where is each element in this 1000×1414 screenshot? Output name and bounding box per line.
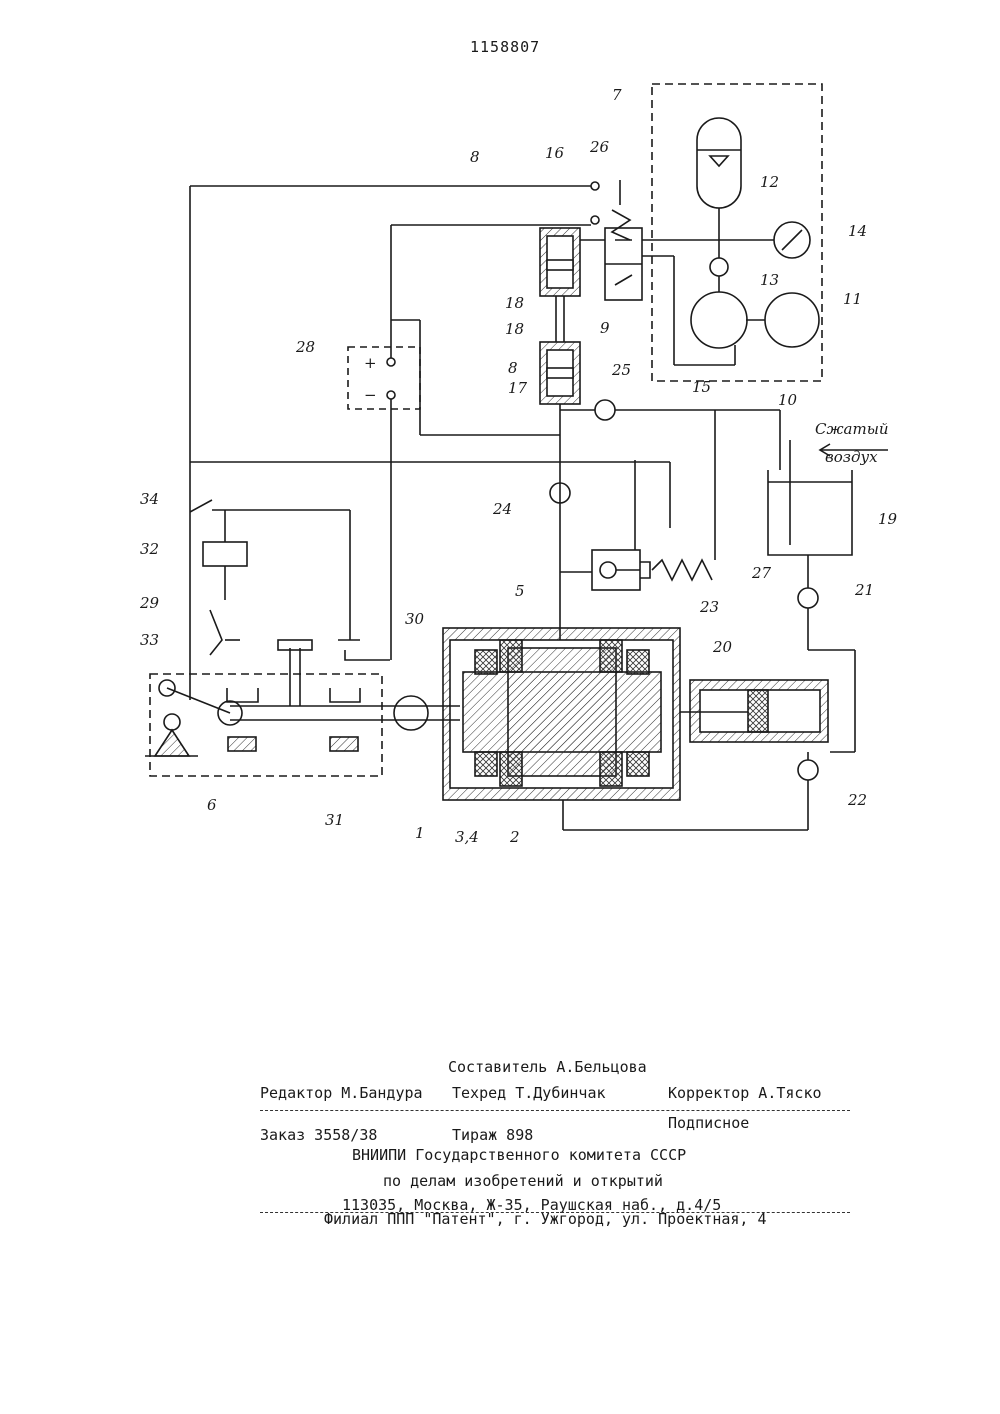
label-11: 11 (843, 290, 862, 308)
label-33: 33 (140, 631, 159, 649)
label-6: 6 (207, 796, 217, 814)
label-9: 9 (600, 319, 610, 337)
label-13: 13 (760, 271, 779, 289)
relay-32 (203, 542, 247, 566)
circulation: Тираж 898 (452, 1126, 533, 1144)
pump-10 (691, 292, 747, 348)
label-1: 1 (415, 824, 425, 842)
label-30: 30 (405, 610, 425, 628)
label-18b: 18 (505, 320, 524, 338)
label-23: 23 (699, 598, 719, 616)
check-valve-13 (710, 258, 728, 276)
switch-30 (338, 640, 390, 660)
check-valve-25 (595, 400, 615, 420)
label-31: 31 (325, 811, 344, 829)
motor-11 (765, 293, 819, 347)
pressure-switch-26 (612, 210, 630, 240)
lever-assembly-6 (150, 674, 382, 776)
label-27: 27 (751, 564, 772, 582)
org-line-2: по делам изобретений и открытий (383, 1172, 663, 1190)
label-17: 17 (508, 379, 528, 397)
compiler: Составитель А.Бельцова (448, 1058, 647, 1076)
label-air-2: воздух (825, 448, 878, 466)
label-28: 28 (295, 338, 315, 356)
divider-1 (260, 1110, 850, 1111)
label-3-4: 3,4 (455, 828, 479, 846)
label-7: 7 (612, 86, 622, 104)
label-18a: 18 (505, 294, 524, 312)
label-14: 14 (848, 222, 867, 240)
check-valve-22 (798, 760, 818, 780)
label-5: 5 (515, 582, 525, 600)
label-plus: + (364, 354, 377, 372)
label-15: 15 (692, 378, 711, 396)
switch-29 (210, 610, 222, 655)
techred: Техред Т.Дубинчак (452, 1084, 606, 1102)
check-valve-21 (798, 588, 818, 608)
editor: Редактор М.Бандура (260, 1084, 423, 1102)
label-26: 26 (589, 138, 610, 156)
label-8b: 8 (508, 359, 518, 377)
label-32: 32 (140, 540, 159, 558)
order: Заказ 3558/38 (260, 1126, 377, 1144)
label-16: 16 (545, 144, 565, 162)
label-25: 25 (611, 361, 631, 379)
label-2: 2 (509, 828, 520, 846)
label-29: 29 (139, 594, 160, 612)
label-12: 12 (760, 173, 779, 191)
org-line-1: ВНИИПИ Государственного комитета СССР (352, 1146, 686, 1164)
vane-3 (475, 650, 497, 674)
label-8a: 8 (470, 148, 480, 166)
label-34: 34 (140, 490, 159, 508)
label-minus: − (364, 386, 377, 404)
label-24: 24 (492, 500, 512, 518)
subscription: Подписное (668, 1114, 749, 1132)
corrector: Корректор А.Тяско (668, 1084, 822, 1102)
label-19: 19 (878, 510, 898, 528)
hydraulic-schematic: 1 2 3,4 5 6 7 8 8 9 10 11 12 13 14 15 16… (0, 0, 1000, 900)
accumulator-12 (697, 118, 741, 208)
label-22: 22 (847, 791, 867, 809)
coupling (394, 696, 428, 730)
label-10: 10 (778, 391, 798, 409)
label-20: 20 (712, 638, 733, 656)
label-21: 21 (854, 581, 874, 599)
branch: Филиал ППП "Патент", г. Ужгород, ул. Про… (324, 1210, 767, 1228)
switch-34 (190, 500, 212, 512)
power-source-28 (348, 347, 420, 409)
label-air-1: Сжатый (815, 420, 889, 438)
vane-4 (475, 752, 497, 776)
